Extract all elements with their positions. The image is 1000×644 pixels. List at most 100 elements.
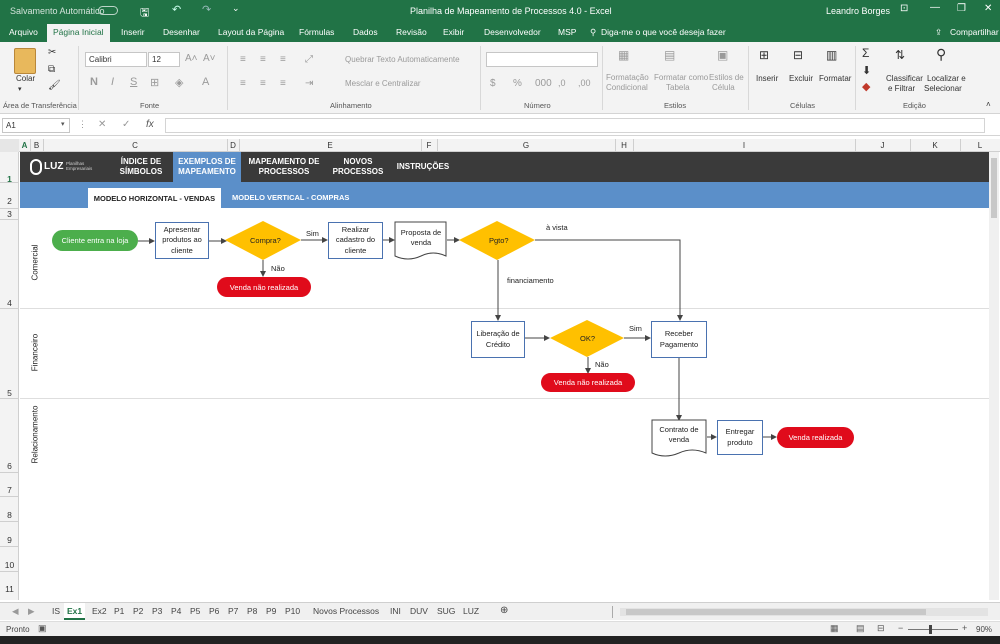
align-center-icon[interactable]: ≡ [260,78,266,89]
conditional-format-button[interactable]: Formatação [606,73,649,82]
fill-icon[interactable]: ⬇ [862,65,872,77]
row-header-1[interactable]: 1 [7,174,12,184]
find-select-button-line2[interactable]: Selecionar [924,84,962,93]
sort-filter-button[interactable]: Classificar [886,74,923,83]
sheet-tab-ex1[interactable]: Ex1 [64,603,86,620]
sheet-tab-ini[interactable]: INI [390,606,401,616]
sheet-tab-p9[interactable]: P9 [266,606,277,616]
paste-icon[interactable] [14,48,36,74]
save-icon[interactable]: 🖫 [140,7,150,19]
sheet-tab-p3[interactable]: P3 [152,606,163,616]
align-top-icon[interactable]: ≡ [240,54,246,65]
share-button[interactable]: Compartilhar [950,27,999,37]
orientation-icon[interactable]: ⤢ [305,54,313,65]
sheet-tab-sug[interactable]: SUG [437,606,456,616]
name-box[interactable]: A1 [2,118,70,133]
column-header-k[interactable]: K [932,141,938,150]
row-header-8[interactable]: 8 [7,510,12,520]
zoom-out-icon[interactable]: − [898,623,904,633]
copy-icon[interactable]: ⧉ [48,64,56,75]
cell-styles-button-line2[interactable]: Célula [712,83,735,92]
cut-icon[interactable]: ✂ [48,47,57,58]
tab-desenhar[interactable]: Desenhar [163,27,200,37]
sheet-tab-p4[interactable]: P4 [171,606,182,616]
sheet-tab-luz[interactable]: LUZ [463,606,480,616]
merge-center-button[interactable]: Mesclar e Centralizar [345,79,421,88]
sheet-tab-novos-processos[interactable]: Novos Processos [313,606,380,616]
nav-instrucoes[interactable]: INSTRUÇÕES [396,161,450,171]
vertical-scroll-thumb[interactable] [991,158,997,218]
row-header-11[interactable]: 11 [5,584,14,594]
redo-icon[interactable]: ↷ [202,4,212,16]
column-header-d[interactable]: D [230,141,236,150]
page-layout-view-icon[interactable]: ▤ [856,623,865,633]
decrease-decimal-icon[interactable]: ,00 [578,78,591,88]
name-box-dropdown-icon[interactable]: ▾ [61,121,65,128]
minimize-icon[interactable]: — [930,2,940,13]
select-all-corner[interactable] [0,139,19,152]
nav-novos-processos[interactable]: NOVOS PROCESSOS [332,156,384,176]
sheet-tab-is[interactable]: IS [52,606,61,616]
column-header-g[interactable]: G [522,141,530,150]
find-select-button[interactable]: Localizar e [927,74,966,83]
tab-desenvolvedor[interactable]: Desenvolvedor [484,27,541,37]
align-middle-icon[interactable]: ≡ [260,54,266,65]
clear-icon[interactable]: ◆ [862,81,871,93]
insert-function-icon[interactable]: fx [146,119,154,130]
zoom-level[interactable]: 90% [976,625,993,634]
tab-layout[interactable]: Layout da Página [218,27,285,37]
sheet-tab-ex2[interactable]: Ex2 [92,606,107,616]
currency-icon[interactable]: $ [490,78,496,89]
subtab-horizontal-vendas[interactable]: MODELO HORIZONTAL - VENDAS [88,188,221,208]
tab-formulas[interactable]: Fórmulas [299,27,335,37]
sort-filter-button-line2[interactable]: e Filtrar [888,84,916,93]
column-header-c[interactable]: C [132,141,138,150]
column-header-b[interactable]: B [33,141,40,150]
insert-button[interactable]: Inserir [756,74,779,83]
column-header-e[interactable]: E [327,141,333,150]
delete-button[interactable]: Excluir [789,74,814,83]
paste-dropdown-icon[interactable]: ▾ [18,86,22,93]
sheet-scroll-left-icon[interactable]: ◀ [12,606,19,616]
tab-pagina-inicial[interactable]: Página Inicial [47,24,110,42]
macro-record-icon[interactable]: ▣ [38,623,47,633]
borders-icon[interactable]: ⊞ [150,77,160,89]
column-header-h[interactable]: H [621,141,627,150]
tab-msp[interactable]: MSP [558,27,577,37]
page-break-view-icon[interactable]: ⊟ [877,623,885,633]
bold-icon[interactable]: N [90,76,98,88]
column-header-j[interactable]: J [880,141,885,150]
font-color-icon[interactable]: A [202,76,210,88]
nav-mapeamento-processos[interactable]: MAPEAMENTO DE PROCESSOS [248,156,320,176]
tab-arquivo[interactable]: Arquivo [9,27,38,37]
row-header-9[interactable]: 9 [7,535,12,545]
comma-icon[interactable]: 000 [535,78,552,89]
sheet-tab-p10[interactable]: P10 [285,606,301,616]
sheet-tab-p1[interactable]: P1 [114,606,125,616]
font-size-select[interactable]: 12 [148,52,180,67]
increase-decimal-icon[interactable]: ,0 [558,78,566,88]
add-sheet-icon[interactable]: ⊕ [500,605,509,616]
sheet-tab-p7[interactable]: P7 [228,606,239,616]
column-header-i[interactable]: I [742,141,746,150]
tab-dados[interactable]: Dados [353,27,378,37]
subtab-vertical-compras[interactable]: MODELO VERTICAL - COMPRAS [232,193,350,202]
format-button[interactable]: Formatar [819,74,852,83]
tab-revisao[interactable]: Revisão [396,27,427,37]
wrap-text-button[interactable]: Quebrar Texto Automaticamente [345,55,460,64]
align-right-icon[interactable]: ≡ [280,78,286,89]
sheet-tab-p5[interactable]: P5 [190,606,201,616]
horizontal-scroll-thumb[interactable] [626,609,926,615]
column-header-f[interactable]: F [426,141,432,150]
ribbon-display-icon[interactable]: ⊡ [900,3,909,14]
conditional-format-button-line2[interactable]: Condicional [606,83,648,92]
cell-styles-button[interactable]: Estilos de [709,73,744,82]
align-left-icon[interactable]: ≡ [240,78,246,89]
zoom-slider-thumb[interactable] [929,625,932,634]
align-bottom-icon[interactable]: ≡ [280,54,286,65]
normal-view-icon[interactable]: ▦ [830,623,839,633]
tell-me-box[interactable]: Diga-me o que você deseja fazer [601,27,726,37]
autosave-toggle[interactable] [98,6,118,15]
fill-color-icon[interactable]: ◈ [175,77,184,89]
undo-icon[interactable]: ↶ [172,4,182,16]
